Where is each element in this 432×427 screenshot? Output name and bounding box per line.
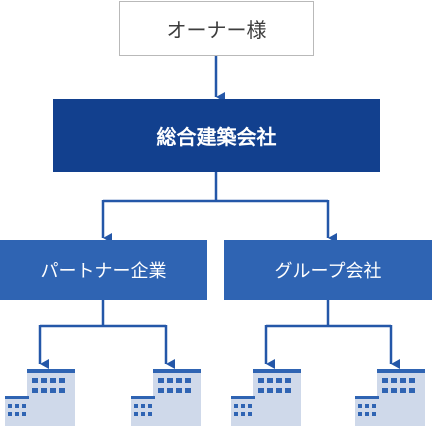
contractor-label: 総合建築会社 xyxy=(156,125,277,149)
partners-node: パートナー企業 xyxy=(0,240,207,300)
building-icon xyxy=(5,369,75,426)
owner-node: オーナー様 xyxy=(119,1,314,56)
building-icon xyxy=(355,369,425,426)
arrow-partners-to-buildings xyxy=(38,300,175,369)
arrow-contractor-to-tiers xyxy=(101,172,337,243)
building-icon xyxy=(131,369,201,426)
group-company-node: グループ会社 xyxy=(224,240,432,300)
contractor-node: 総合建築会社 xyxy=(53,99,380,172)
arrow-group-to-buildings xyxy=(264,300,400,369)
partners-label: パートナー企業 xyxy=(40,261,167,282)
building-icon xyxy=(231,369,301,426)
group-company-label: グループ会社 xyxy=(274,261,382,282)
owner-label: オーナー様 xyxy=(166,18,267,42)
